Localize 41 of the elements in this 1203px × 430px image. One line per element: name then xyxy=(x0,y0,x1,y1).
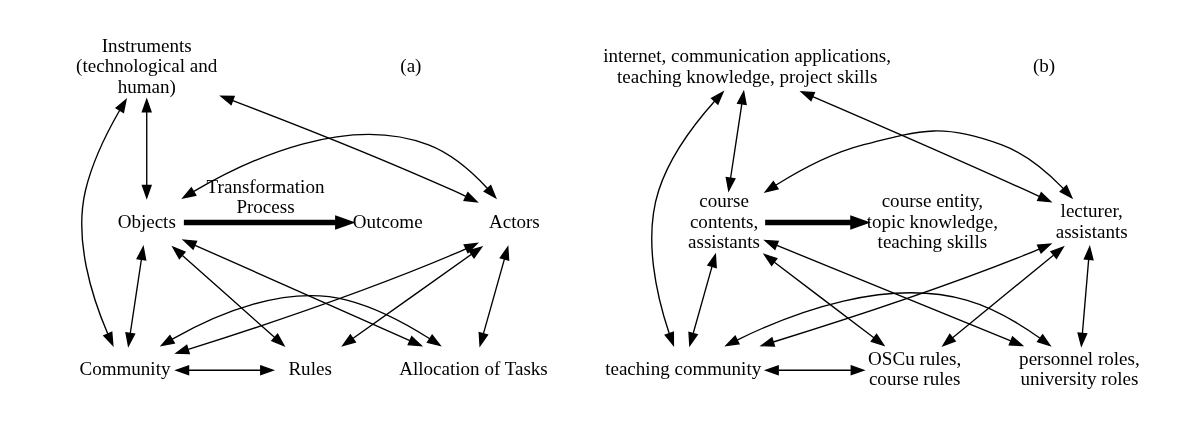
arrow xyxy=(763,130,1074,200)
node-text: Community xyxy=(79,358,171,380)
arrow xyxy=(765,215,871,230)
arrow xyxy=(174,242,479,355)
node-text: internet, communication applications, teaching knowledge, project skills xyxy=(603,45,892,87)
node-text: Actors xyxy=(488,210,540,232)
arrow xyxy=(159,295,442,347)
node-text: Outcome xyxy=(352,210,423,232)
arrow xyxy=(1077,245,1094,348)
node-text: course entity, topic knowledge, teaching skills xyxy=(866,190,998,252)
node-text: course contents, assistants xyxy=(688,190,761,252)
label: (b) xyxy=(1032,55,1056,77)
arrow xyxy=(341,245,484,347)
arrow xyxy=(81,97,128,348)
node-text: teaching community xyxy=(605,358,762,380)
arrow xyxy=(478,245,510,348)
node-text: personnel roles, university roles xyxy=(1019,348,1140,390)
arrow xyxy=(651,90,725,348)
arrow xyxy=(181,239,424,347)
arrow xyxy=(141,97,152,200)
node-text: OSCu rules, course rules xyxy=(868,348,962,390)
arrow xyxy=(183,215,356,230)
arrow xyxy=(688,252,717,348)
arrow xyxy=(125,245,147,348)
arrow xyxy=(724,292,1052,347)
node-text: lecturer, assistants xyxy=(1055,200,1128,242)
arrow xyxy=(219,95,479,203)
arrow xyxy=(799,90,1053,203)
edge-label: Transformation Process xyxy=(206,175,325,218)
node-text: Objects xyxy=(117,210,176,232)
arrow xyxy=(174,364,276,376)
arrow xyxy=(725,89,747,193)
label: (a) xyxy=(400,55,422,77)
arrow xyxy=(181,133,497,200)
node-text: Instruments (technological and human) xyxy=(76,34,218,97)
node-text: Rules xyxy=(288,358,332,380)
arrow xyxy=(763,364,866,376)
arrow xyxy=(941,245,1065,347)
node-text: Allocation of Tasks xyxy=(399,358,548,380)
arrow xyxy=(171,245,286,347)
arrow xyxy=(762,253,886,347)
